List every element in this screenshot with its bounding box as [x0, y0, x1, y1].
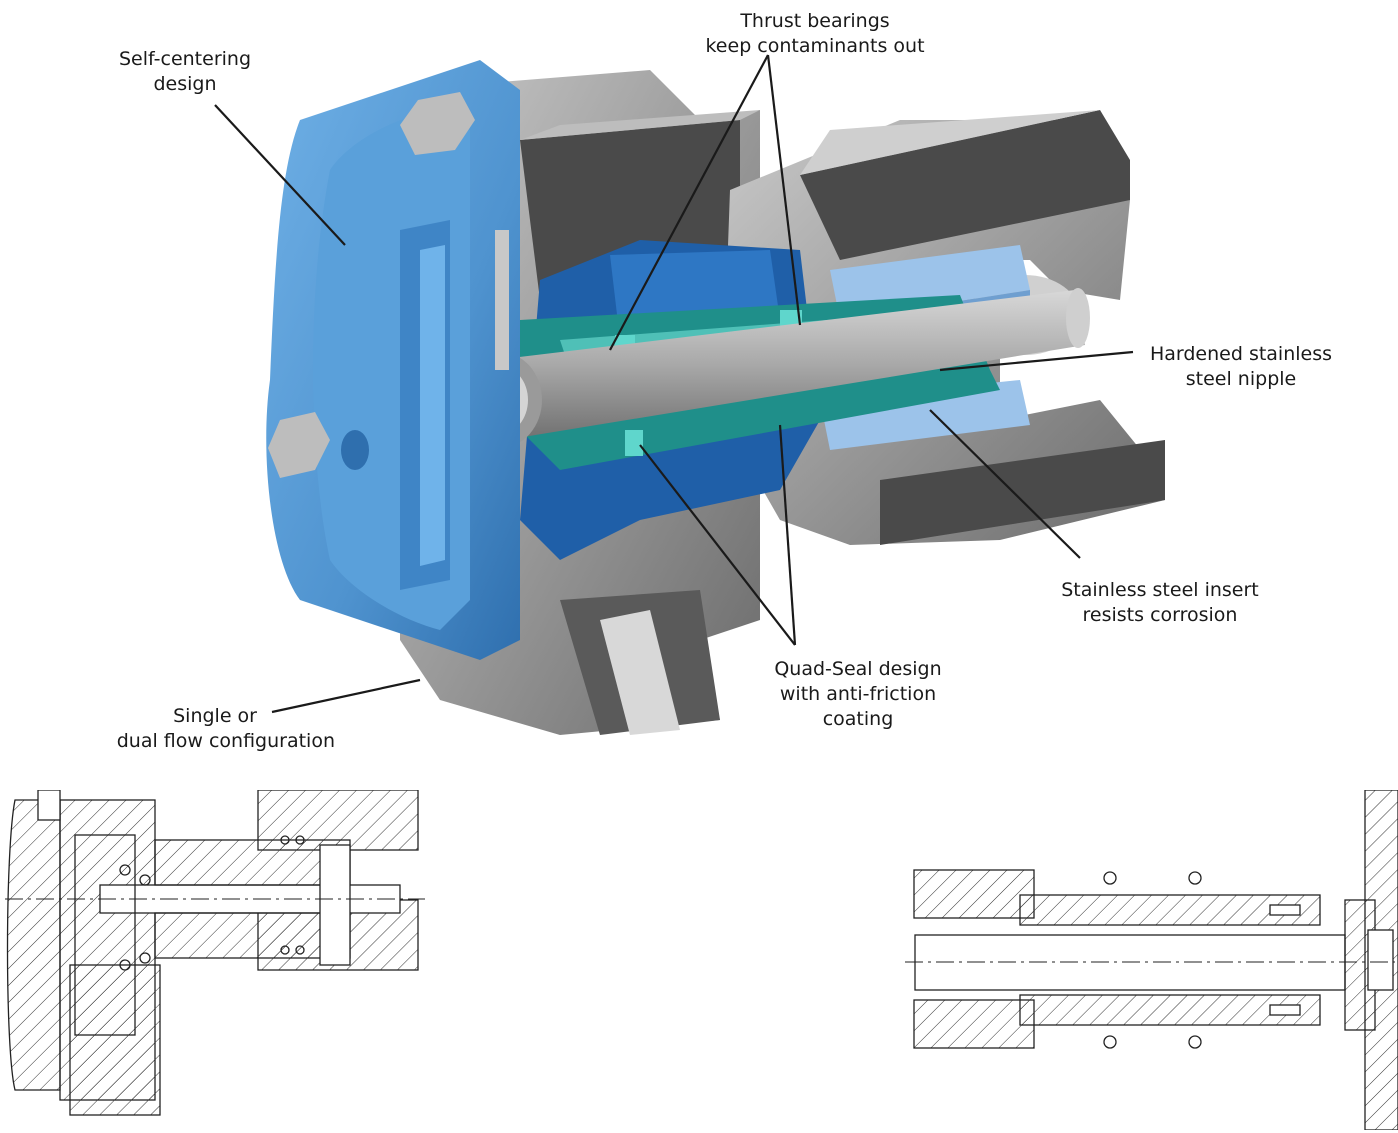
leader-lines: [214, 54, 1134, 714]
callout-thrust-bearings-line-1: Thrust bearings: [740, 10, 890, 32]
callout-quad-seal-line-2: with anti-friction: [779, 683, 937, 705]
leader-quad-seal-left: [639, 444, 796, 646]
cross-section-drawing-left: [5, 790, 425, 1116]
leader-insert: [929, 409, 1081, 559]
callout-flow-config-line-1: Single or: [173, 705, 257, 727]
callout-quad-seal: Quad-Seal design with anti-friction coat…: [748, 657, 968, 732]
leader-nipple: [939, 350, 1134, 372]
callout-thrust-bearings-line-2: keep contaminants out: [705, 35, 925, 57]
cross-section-drawing-right: [905, 790, 1398, 1130]
callout-thrust-bearings: Thrust bearings keep contaminants out: [690, 9, 940, 59]
leader-thrust-bearing-right: [766, 54, 802, 326]
blue-flange: [266, 60, 520, 660]
callout-self-centering: Self-centering design: [95, 47, 275, 97]
leader-thrust-bearing-left: [609, 54, 769, 351]
callout-nipple-line-2: steel nipple: [1185, 368, 1297, 390]
callout-nipple-line-1: Hardened stainless: [1149, 343, 1333, 365]
callout-flow-config: Single or dual flow configuration: [70, 704, 335, 754]
callout-quad-seal-line-3: coating: [822, 708, 894, 730]
callout-insert: Stainless steel insert resists corrosion: [1040, 578, 1280, 628]
leader-flow-config: [271, 678, 421, 714]
callout-flow-config-line-2: dual flow configuration: [116, 730, 335, 752]
callout-self-centering-line-1: Self-centering: [118, 48, 252, 70]
callout-quad-seal-line-1: Quad-Seal design: [774, 658, 942, 680]
callout-insert-line-1: Stainless steel insert: [1061, 579, 1259, 601]
callout-insert-line-2: resists corrosion: [1082, 604, 1238, 626]
callout-nipple: Hardened stainless steel nipple: [1136, 342, 1346, 392]
callout-self-centering-line-2: design: [153, 73, 217, 95]
leader-self-centering: [214, 104, 346, 246]
leader-quad-seal-right: [778, 424, 797, 646]
